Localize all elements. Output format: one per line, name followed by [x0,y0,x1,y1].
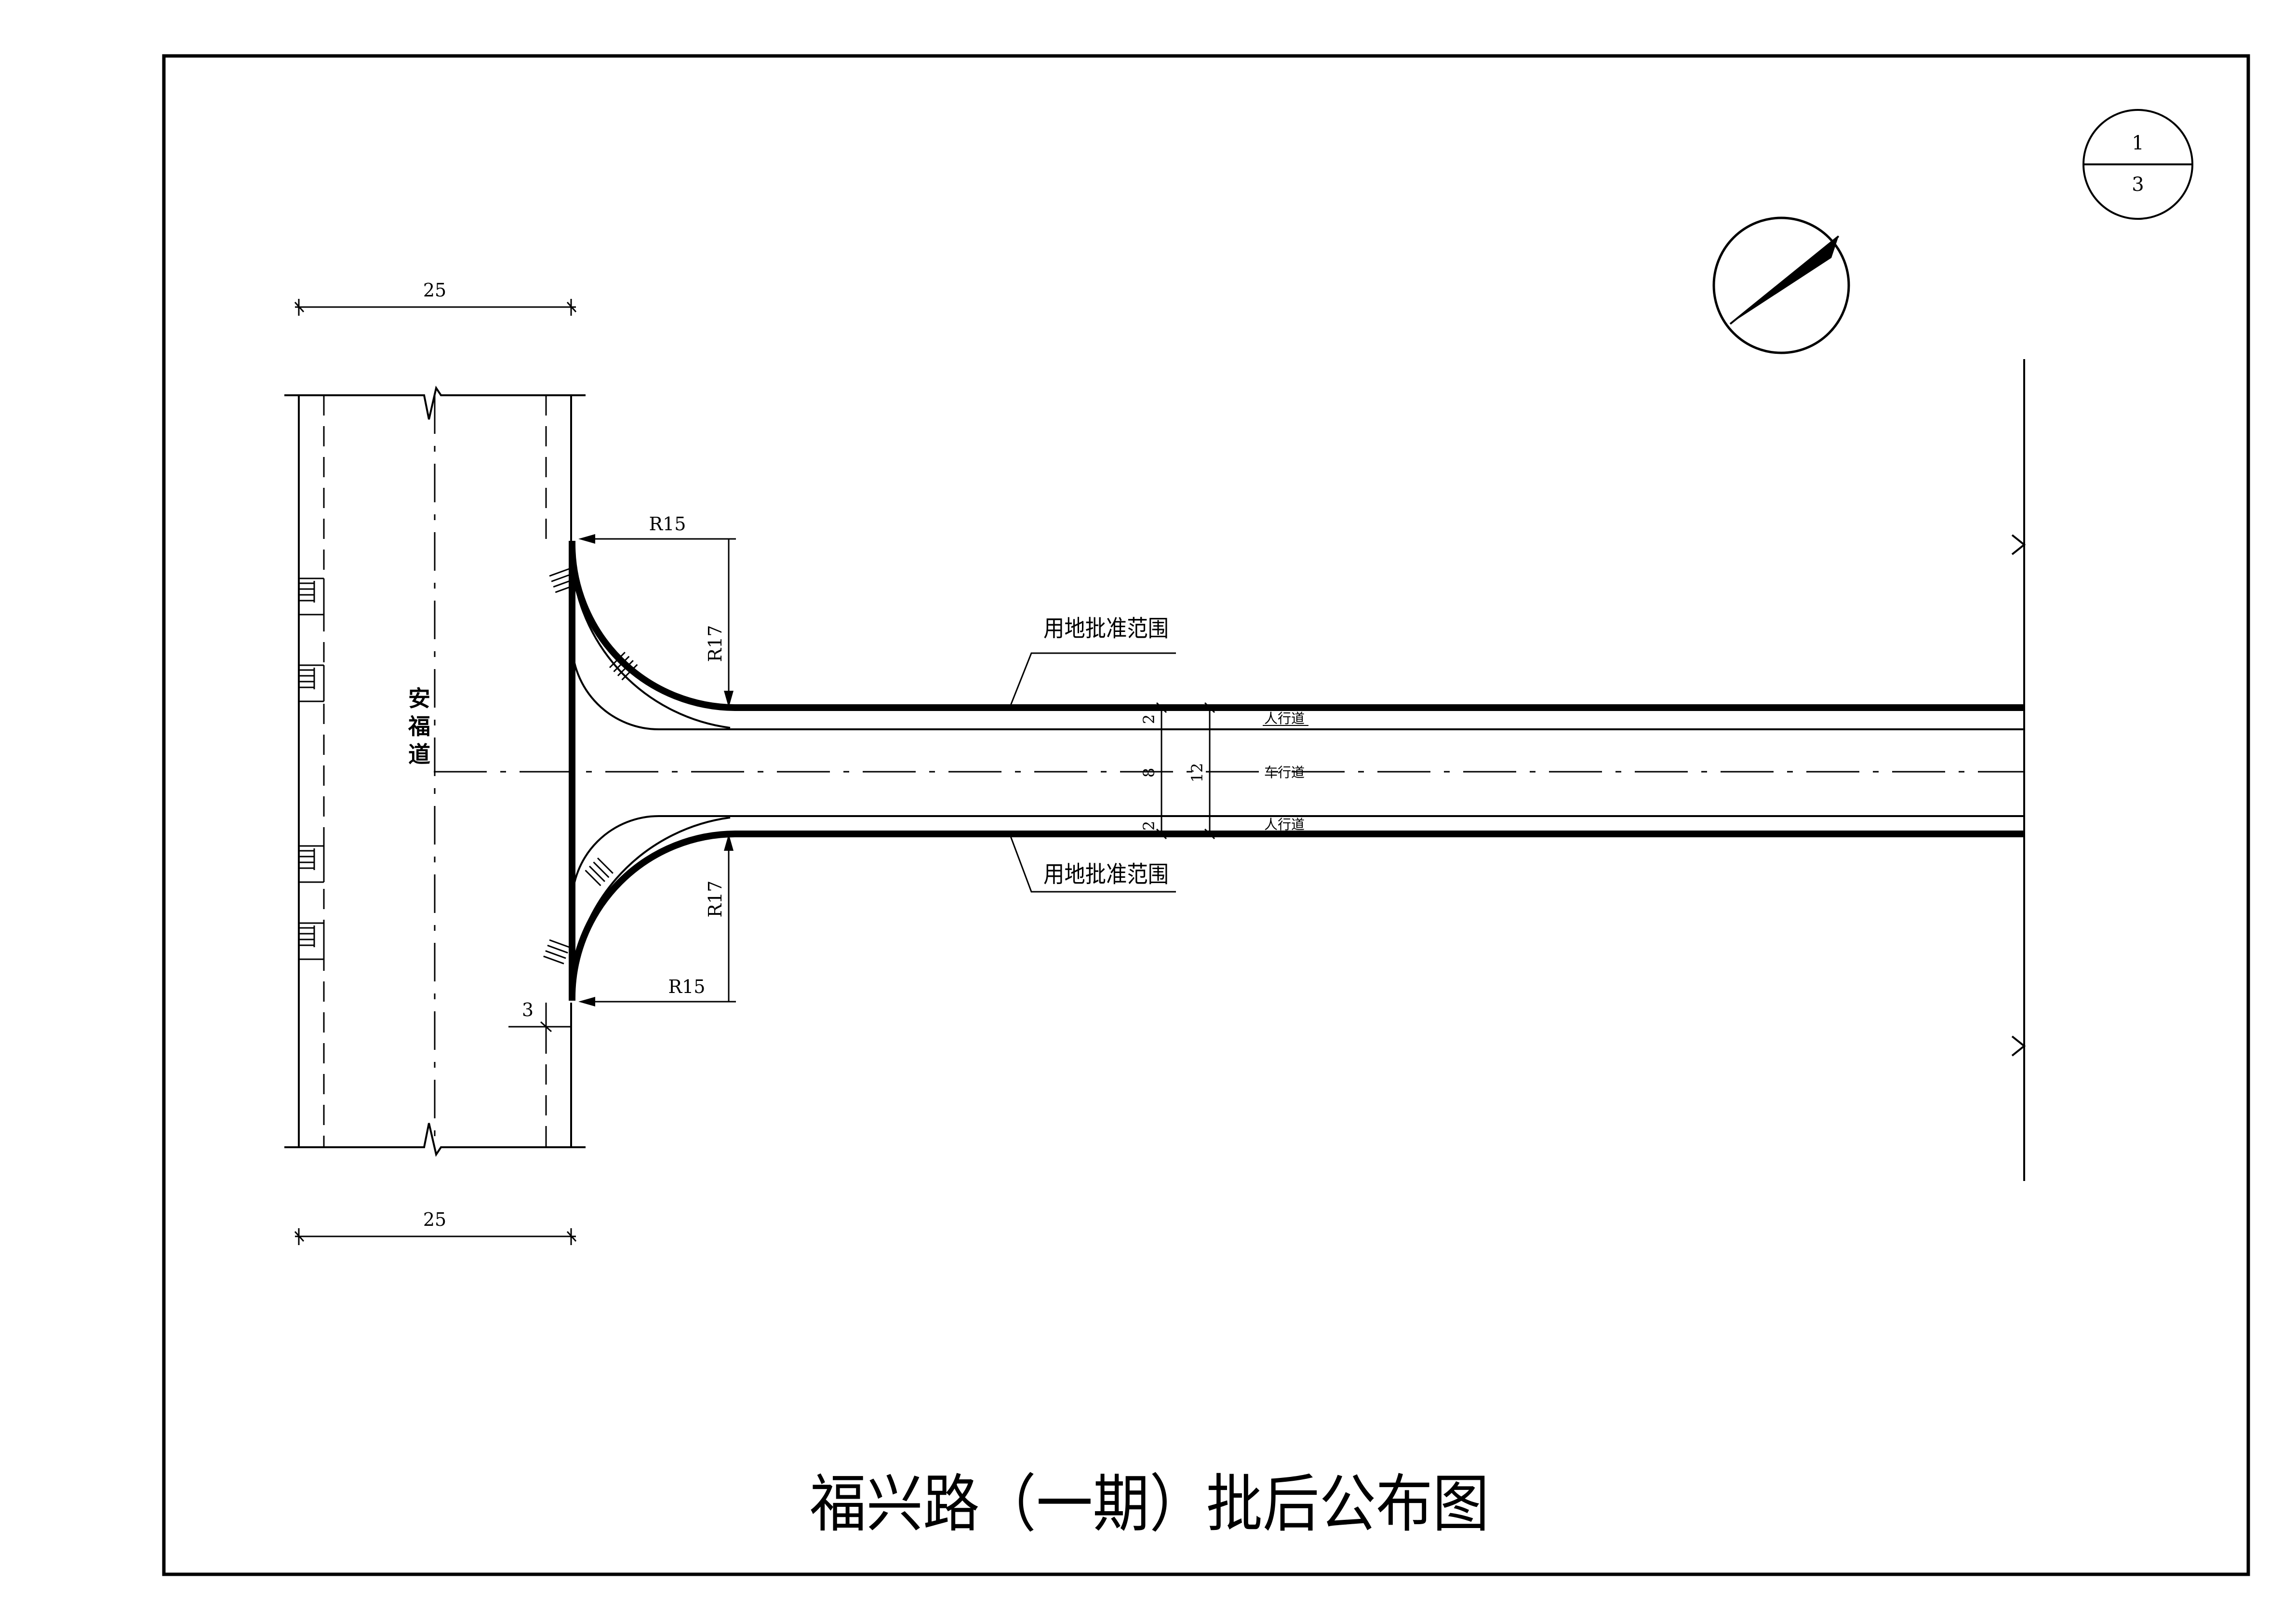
dim-total: 12 [1188,763,1206,783]
main-road-name-char-2: 福 [408,713,430,739]
lane-label-carriageway: 车行道 [1264,765,1305,780]
dim-main-road-width-bottom: 25 [423,1209,446,1230]
dim-setback: 3 [522,999,534,1020]
boundary-label-upper: 用地批准范围 [1043,615,1169,642]
sheet-number: 1 [2132,132,2144,154]
branch-road [434,359,2026,1181]
dim-radius-lower-b: R17 [705,881,726,918]
drawing-frame [162,54,2250,1576]
lane-label-sidewalk-top: 人行道 [1264,711,1305,726]
lane-labels: 人行道 车行道 人行道 [1263,711,1308,832]
main-road-name-char-1: 安 [408,685,430,711]
dim-radius-lower-a: R15 [668,976,706,997]
main-road-name: 安 福 道 [408,685,430,767]
dim-main-road-width-top: 25 [423,280,446,301]
dimension-lines [294,299,1215,1245]
dim-radius-upper-b: R17 [705,625,726,662]
dim-radius-upper-a: R15 [649,513,686,535]
drawing-title: 福兴路（一期）批后公布图 [810,1467,1489,1541]
north-arrow-icon [1712,216,1850,354]
dim-carriageway: 8 [1140,768,1158,778]
sheet-total: 3 [2132,174,2144,196]
sheet-number-badge: 1 3 [2082,109,2193,220]
crosswalk-markings [300,568,638,965]
main-road-name-char-3: 道 [408,741,430,767]
lane-label-sidewalk-bottom: 人行道 [1264,817,1305,832]
dim-sidewalk-top: 2 [1140,714,1158,724]
dim-sidewalk-bottom: 2 [1140,821,1158,831]
dimension-texts: 25 25 R15 R17 R15 R17 3 2 8 12 2 [423,280,1206,1230]
boundary-label-lower: 用地批准范围 [1043,861,1169,888]
